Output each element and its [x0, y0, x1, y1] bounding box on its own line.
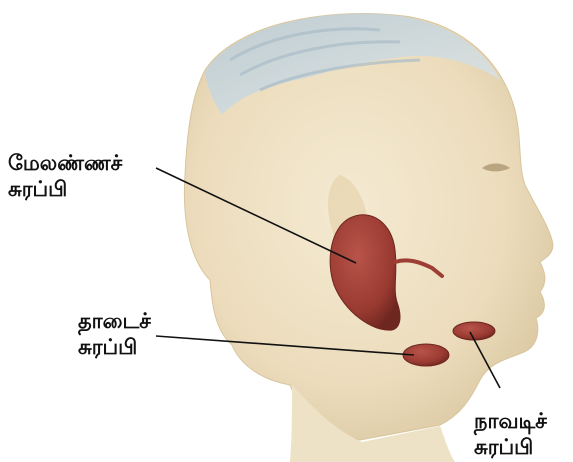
sublingual-label-line1: நாவடிச்: [474, 408, 547, 434]
sublingual-label-line2: சுரப்பி: [474, 434, 547, 460]
sublingual-gland-label: நாவடிச் சுரப்பி: [474, 408, 547, 460]
submandibular-label-line1: தாடைச்: [78, 308, 151, 334]
sublingual-gland: [453, 322, 495, 340]
submandibular-label-line2: சுரப்பி: [78, 334, 151, 360]
parotid-label-line1: மேலண்ணச்: [8, 150, 122, 176]
parotid-label-line2: சுரப்பி: [8, 176, 122, 202]
submandibular-gland-label: தாடைச் சுரப்பி: [78, 308, 151, 360]
parotid-gland-label: மேலண்ணச் சுரப்பி: [8, 150, 122, 202]
